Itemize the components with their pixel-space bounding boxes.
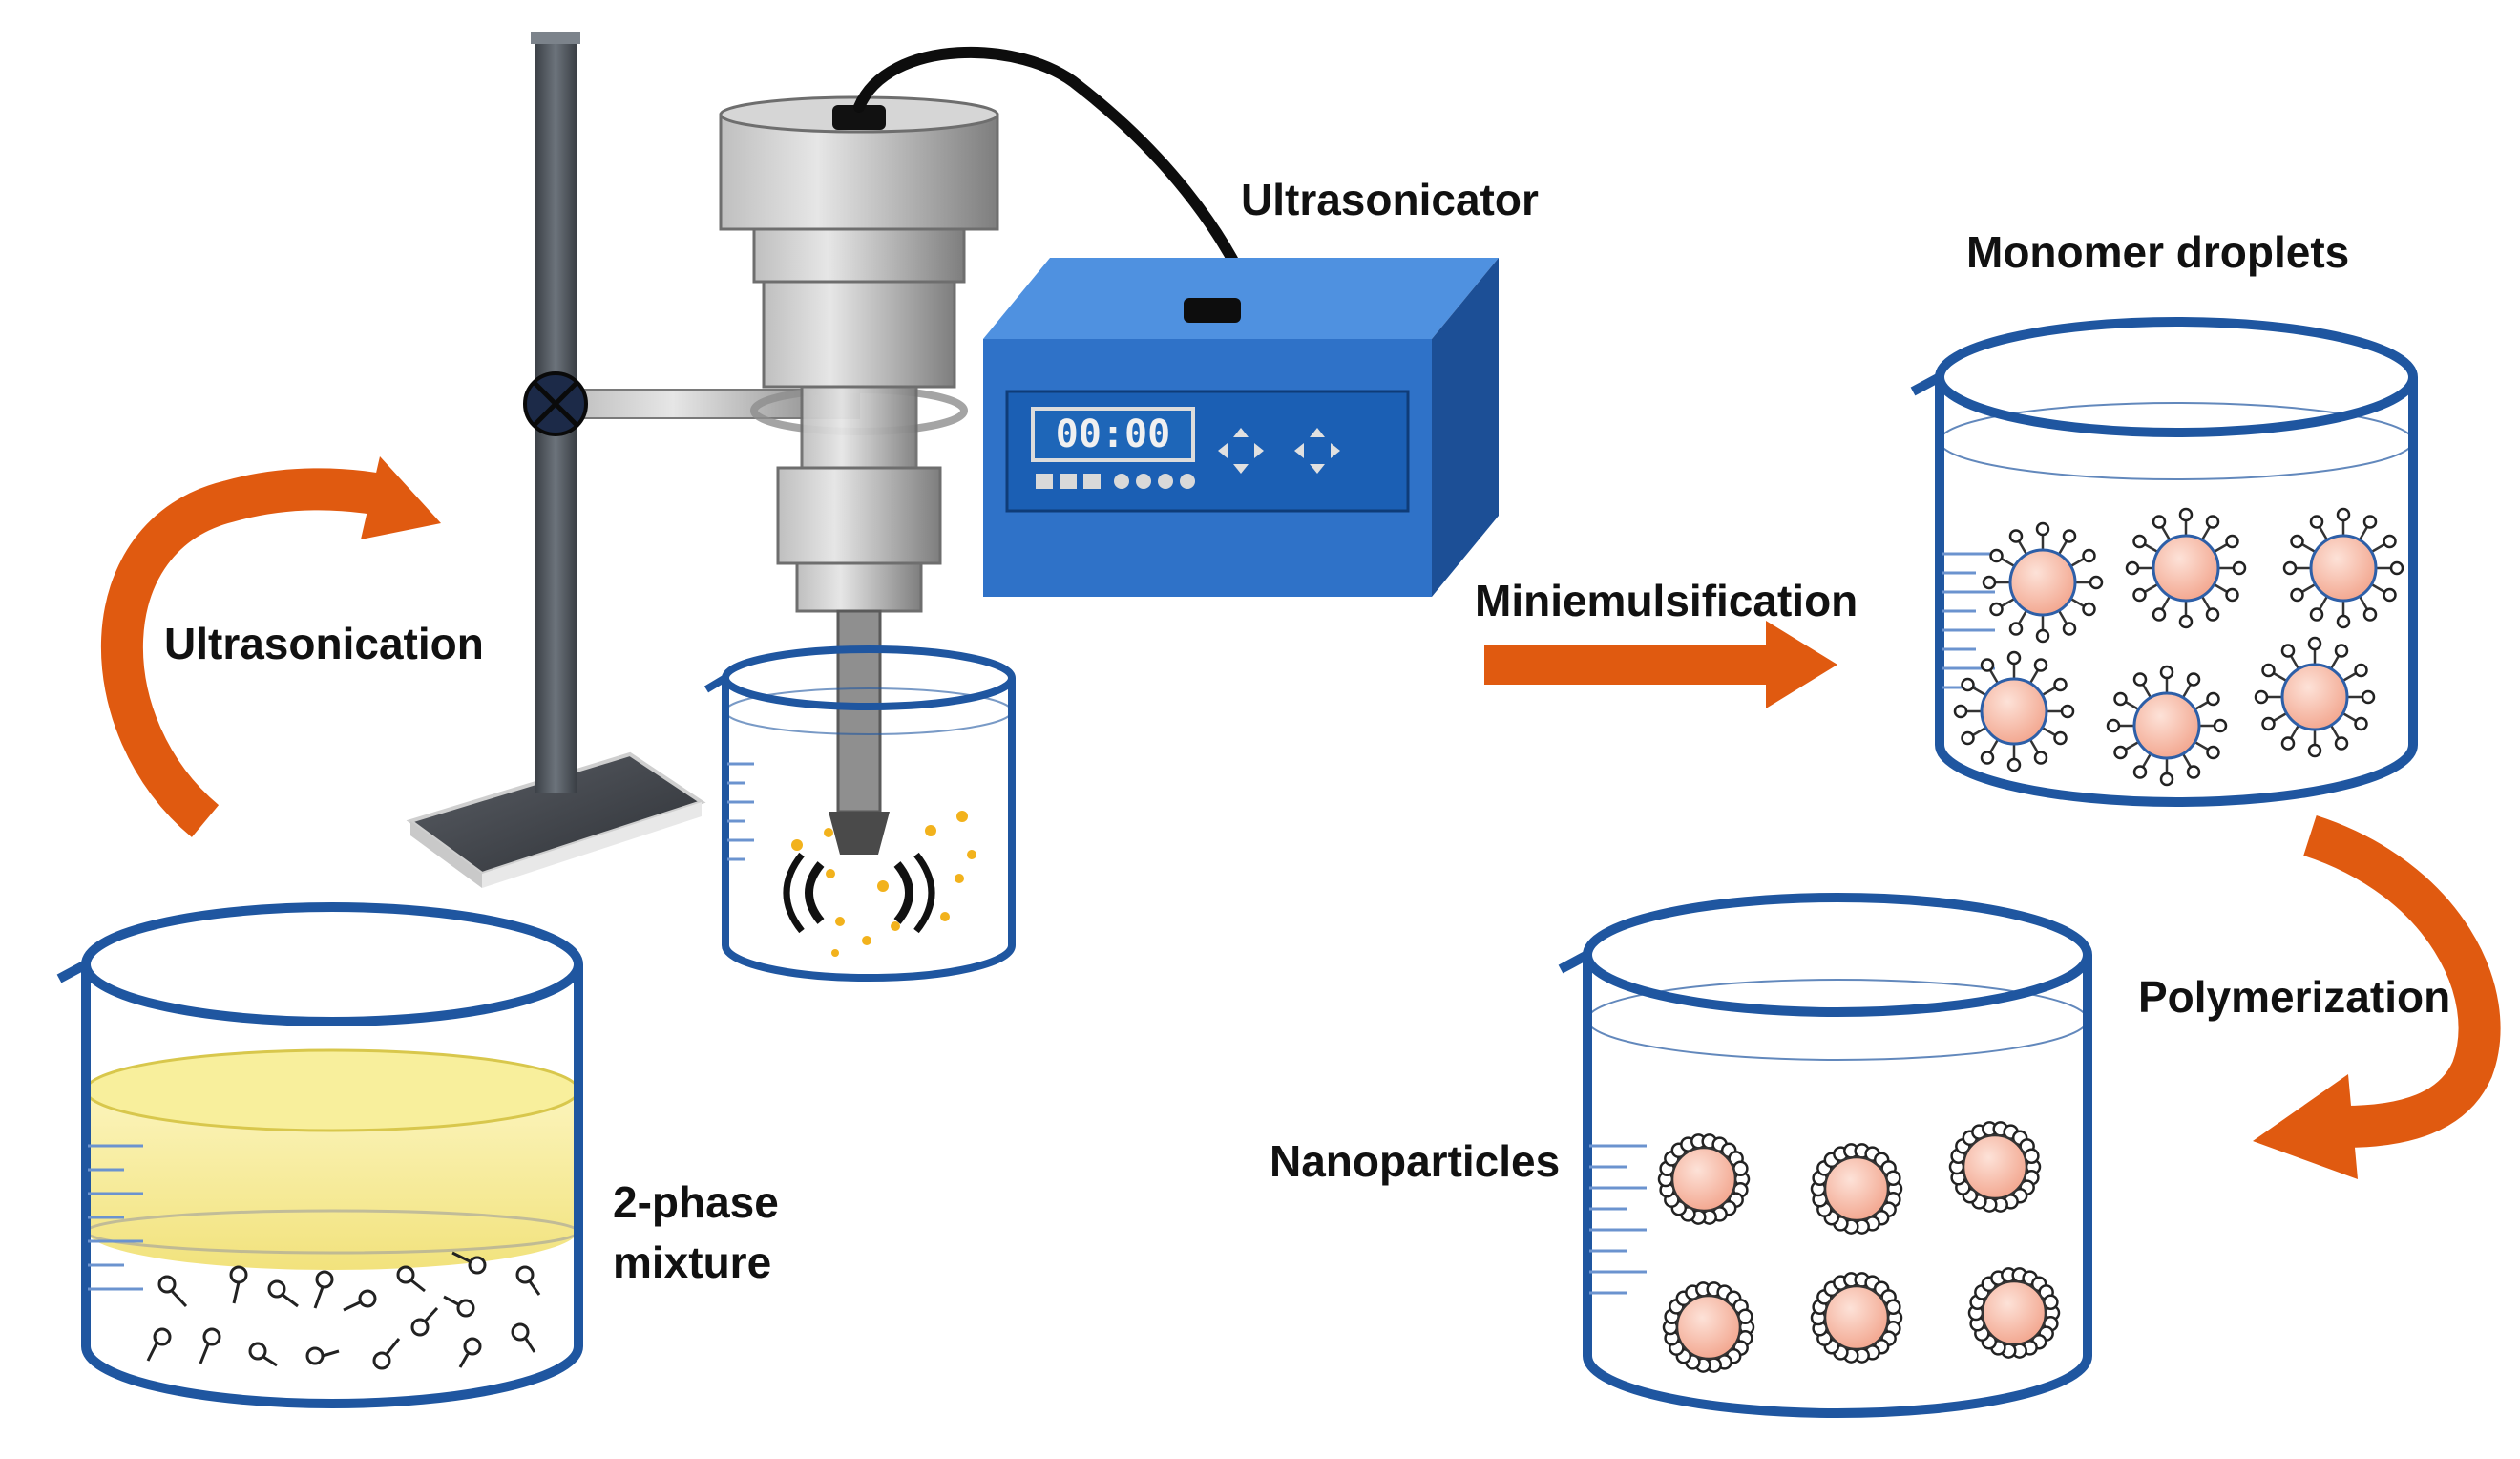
monomer-droplet xyxy=(1982,521,2104,644)
monomer-droplet xyxy=(1953,650,2075,772)
monomer-droplet xyxy=(2254,636,2376,758)
nanoparticle xyxy=(1948,1121,2042,1213)
arrow-ultrasonication xyxy=(100,456,441,837)
label-miniemulsification: Miniemulsification xyxy=(1475,576,1858,625)
cavitation-bubbles xyxy=(791,811,976,957)
label-monomer-droplets: Monomer droplets xyxy=(1966,227,2349,277)
panel-button[interactable] xyxy=(1060,474,1077,489)
nanoparticle xyxy=(1967,1267,2061,1359)
sonicator-cable xyxy=(853,46,1256,302)
digital-display xyxy=(1031,407,1195,462)
arrow-miniemulsification xyxy=(1484,621,1838,708)
monomer-droplets-beaker xyxy=(1910,317,2418,807)
nanoparticle xyxy=(1810,1143,1903,1235)
display-readout: 00:00 xyxy=(1056,412,1170,456)
panel-button[interactable] xyxy=(1158,474,1173,489)
arrow-polymerization xyxy=(2253,815,2501,1179)
direction-pad-right[interactable] xyxy=(1294,428,1340,474)
oil-phase xyxy=(86,1091,578,1270)
surfactant-molecules xyxy=(146,1251,541,1370)
label-mixture: mixture xyxy=(613,1237,771,1287)
panel-button[interactable] xyxy=(1083,474,1101,489)
probe-tip xyxy=(829,812,890,855)
label-polymerization: Polymerization xyxy=(2138,972,2450,1022)
ultrasonic-generator: 00:00 xyxy=(983,258,1499,597)
nanoparticle-group xyxy=(1657,1121,2061,1373)
two-phase-beaker xyxy=(56,902,583,1408)
nanoparticles-beaker xyxy=(1558,893,2092,1418)
label-ultrasonicator: Ultrasonicator xyxy=(1241,175,1539,224)
monomer-droplet xyxy=(2125,507,2247,629)
nanoparticle xyxy=(1810,1272,1903,1364)
label-ultrasonication: Ultrasonication xyxy=(164,619,484,668)
label-nanoparticles: Nanoparticles xyxy=(1270,1136,1560,1186)
monomer-droplet xyxy=(2282,507,2404,629)
monomer-droplet-group xyxy=(1953,507,2404,787)
monomer-droplet xyxy=(2106,665,2228,787)
nanoparticle xyxy=(1657,1133,1751,1225)
sonication-beaker xyxy=(704,645,1016,982)
nanoparticle xyxy=(1662,1281,1755,1373)
panel-button[interactable] xyxy=(1136,474,1151,489)
panel-button[interactable] xyxy=(1180,474,1195,489)
panel-button[interactable] xyxy=(1114,474,1129,489)
direction-pad-left[interactable] xyxy=(1218,428,1264,474)
sonotrode-probe xyxy=(836,609,882,814)
panel-button[interactable] xyxy=(1036,474,1053,489)
sonicator-horn xyxy=(719,95,999,855)
label-two-phase: 2-phase xyxy=(613,1177,779,1227)
